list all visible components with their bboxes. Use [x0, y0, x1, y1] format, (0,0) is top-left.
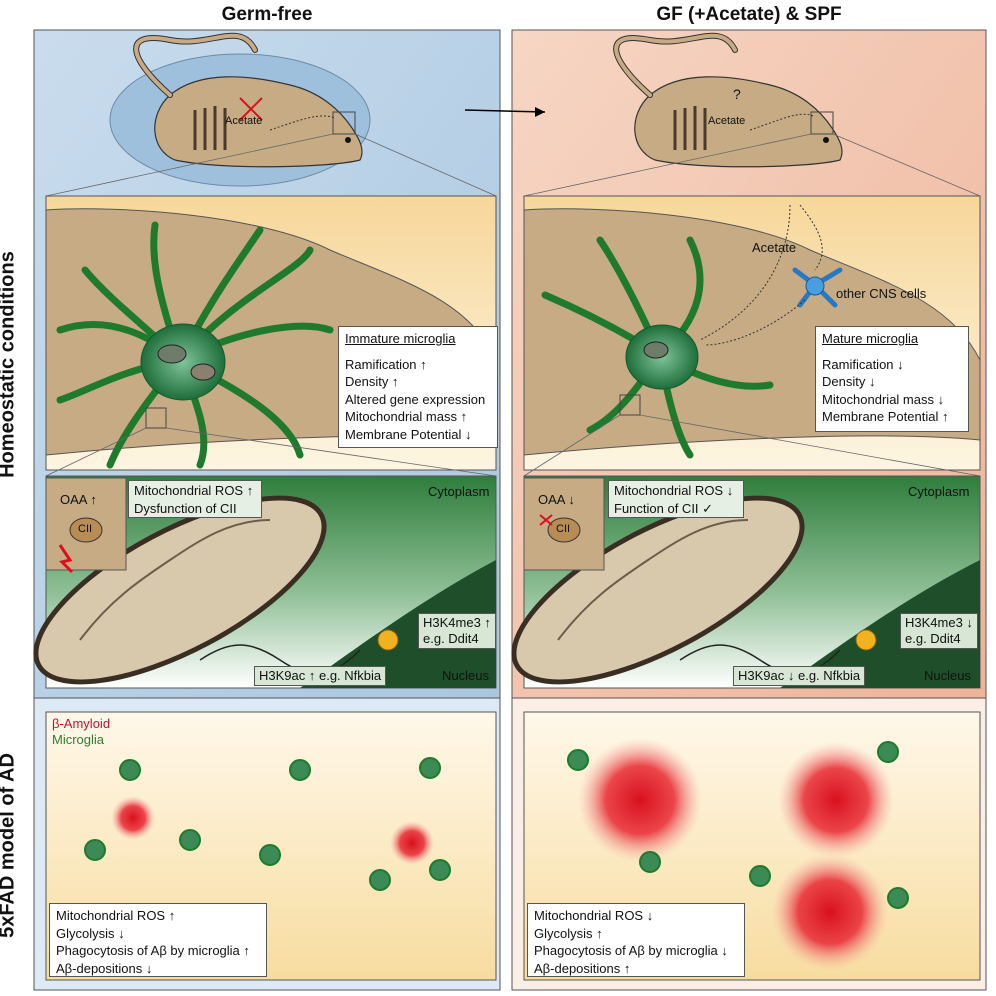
left-ad-box: Mitochondrial ROS ↑ Glycolysis ↓ Phagocy… [49, 903, 267, 977]
mature-line: Membrane Potential ↑ [822, 409, 949, 424]
immature-microglia-box: Immature microglia Ramification ↑ Densit… [338, 326, 498, 448]
right-nucleus: Nucleus [924, 668, 971, 683]
left-cii: Dysfunction of CII [134, 500, 237, 516]
left-ad-line: Glycolysis ↓ [56, 925, 125, 941]
mouse-right [613, 32, 843, 168]
acetate-label-brain: Acetate [752, 240, 797, 255]
column-title-spf: GF (+Acetate) & SPF [656, 4, 842, 25]
right-ad-box: Mitochondrial ROS ↓ Glycolysis ↑ Phagocy… [527, 903, 745, 977]
left-ad-line: Phagocytosis of Aβ by microglia ↑ [56, 943, 250, 958]
right-ros: Mitochondrial ROS ↓ [614, 483, 734, 498]
immature-line: Ramification ↑ [345, 356, 427, 372]
left-ad-line: Mitochondrial ROS ↑ [56, 908, 176, 923]
mature-line: Density ↓ [822, 374, 876, 389]
left-ros: Mitochondrial ROS ↑ [134, 483, 254, 498]
column-title-germ-free: Germ-free [221, 4, 313, 25]
immature-line: Membrane Potential ↓ [345, 426, 472, 442]
left-h3k4: H3K4me3 ↑ e.g. Ddit4 [418, 613, 496, 649]
immature-line: Density ↑ [345, 374, 399, 389]
left-oaa: OAA ↑ [60, 492, 97, 507]
right-cytoplasm: Cytoplasm [908, 484, 970, 499]
left-cytoplasm: Cytoplasm [428, 484, 490, 499]
other-cns-cell [792, 267, 843, 308]
immature-line: Mitochondrial mass ↑ [345, 409, 468, 424]
mature-microglia-title: Mature microglia [822, 331, 919, 346]
right-cii: Function of CII ✓ [614, 500, 714, 516]
immature-line: Altered gene expression [345, 391, 486, 407]
left-nucleus: Nucleus [442, 668, 489, 683]
right-oaa: OAA ↓ [538, 492, 575, 507]
row-title-homeostatic: Homeostatic conditions [0, 251, 19, 478]
left-h3k9: H3K9ac ↑ e.g. Nfkbia [254, 666, 387, 686]
ad-microglia-right [567, 741, 909, 909]
other-cns-cells-label: other CNS cells [836, 286, 927, 301]
right-ros-box: Mitochondrial ROS ↓ Function of CII ✓ [608, 480, 744, 518]
immature-microglia-title: Immature microglia [345, 331, 456, 346]
acetate-label-right: Acetate [708, 115, 746, 127]
right-ad-line: Mitochondrial ROS ↓ [534, 908, 654, 923]
ad-microglia-left [84, 757, 451, 891]
row-title-5xfad: 5xFAD model of AD [0, 753, 19, 938]
right-ad-line: Phagocytosis of Aβ by microglia ↓ [534, 943, 728, 958]
left-ad-line: Aβ-depositions ↓ [56, 960, 153, 976]
left-cii-label: CII [78, 523, 93, 535]
mouse-left [109, 32, 371, 187]
legend-amyloid: β-Amyloid [52, 716, 111, 731]
right-h3k4: H3K4me3 ↓ e.g. Ddit4 [900, 613, 978, 649]
left-ros-box: Mitochondrial ROS ↑ Dysfunction of CII [128, 480, 262, 518]
question-mark: ? [733, 86, 741, 102]
mature-line: Ramification ↓ [822, 356, 904, 372]
right-cii-label: CII [556, 523, 571, 535]
mature-microglia-box: Mature microglia Ramification ↓ Density … [815, 326, 969, 432]
right-ad-line: Aβ-depositions ↑ [534, 960, 631, 976]
right-h3k9: H3K9ac ↓ e.g. Nfkbia [733, 666, 866, 686]
legend-microglia: Microglia [52, 732, 105, 747]
right-ad-line: Glycolysis ↑ [534, 925, 603, 941]
acetate-label-left: Acetate [225, 115, 263, 127]
mature-line: Mitochondrial mass ↓ [822, 391, 945, 407]
